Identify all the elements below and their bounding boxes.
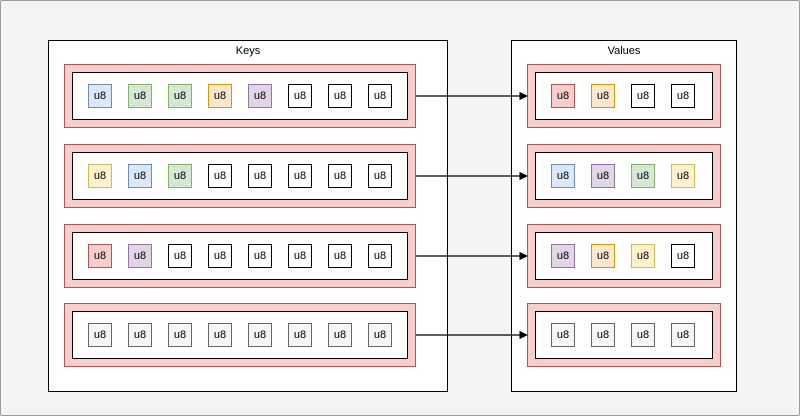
values-row-4-cell-1: u8 [551, 323, 575, 347]
keys-row-1-cell-1: u8 [88, 84, 112, 108]
keys-row-2-cell-3: u8 [168, 164, 192, 188]
values-row-2-cell-1: u8 [551, 164, 575, 188]
keys-row-4-cell-6: u8 [288, 323, 312, 347]
values-title: Values [607, 45, 641, 57]
keys-row-4-cell-1: u8 [88, 323, 112, 347]
keys-row-2-cell-1: u8 [88, 164, 112, 188]
keys-row-3-cell-1: u8 [88, 244, 112, 268]
keys-row-1-cell-6: u8 [288, 84, 312, 108]
keys-row-2-cell-5: u8 [248, 164, 272, 188]
keys-row-4-inner [72, 311, 408, 359]
keys-row-1-cell-8: u8 [368, 84, 392, 108]
values-row-2-cell-2: u8 [591, 164, 615, 188]
keys-row-2-cell-4: u8 [208, 164, 232, 188]
values-row-3-cell-2: u8 [591, 244, 615, 268]
keys-row-4-cell-2: u8 [128, 323, 152, 347]
keys-row-1-cell-5: u8 [248, 84, 272, 108]
keys-row-1-cell-2: u8 [128, 84, 152, 108]
keys-row-3-cell-3: u8 [168, 244, 192, 268]
keys-title: Keys [235, 45, 261, 57]
keys-row-4-cell-5: u8 [248, 323, 272, 347]
keys-row-1-cell-4: u8 [208, 84, 232, 108]
keys-row-3-cell-2: u8 [128, 244, 152, 268]
keys-row-2-cell-2: u8 [128, 164, 152, 188]
keys-row-1-cell-3: u8 [168, 84, 192, 108]
values-row-3-cell-1: u8 [551, 244, 575, 268]
values-row-3-cell-4: u8 [671, 244, 695, 268]
keys-row-3-cell-5: u8 [248, 244, 272, 268]
keys-row-2-cell-6: u8 [288, 164, 312, 188]
values-row-4-cell-2: u8 [591, 323, 615, 347]
values-row-4-cell-4: u8 [671, 323, 695, 347]
values-row-2-cell-4: u8 [671, 164, 695, 188]
keys-row-3-inner [72, 232, 408, 280]
values-row-1-cell-4: u8 [671, 84, 695, 108]
keys-row-3-cell-4: u8 [208, 244, 232, 268]
keys-row-4-cell-4: u8 [208, 323, 232, 347]
keys-row-4-cell-8: u8 [368, 323, 392, 347]
keys-row-3-cell-8: u8 [368, 244, 392, 268]
values-row-2-cell-3: u8 [631, 164, 655, 188]
keys-row-3-cell-7: u8 [328, 244, 352, 268]
values-row-3-cell-3: u8 [631, 244, 655, 268]
values-row-1-cell-3: u8 [631, 84, 655, 108]
keys-row-4-cell-7: u8 [328, 323, 352, 347]
values-row-4-cell-3: u8 [631, 323, 655, 347]
keys-row-3-cell-6: u8 [288, 244, 312, 268]
keys-row-1-inner [72, 72, 408, 120]
keys-row-1-cell-7: u8 [328, 84, 352, 108]
keys-row-4-cell-3: u8 [168, 323, 192, 347]
values-row-1-cell-1: u8 [551, 84, 575, 108]
keys-row-2-cell-8: u8 [368, 164, 392, 188]
values-row-1-cell-2: u8 [591, 84, 615, 108]
keys-row-2-cell-7: u8 [328, 164, 352, 188]
keys-row-2-inner [72, 152, 408, 200]
